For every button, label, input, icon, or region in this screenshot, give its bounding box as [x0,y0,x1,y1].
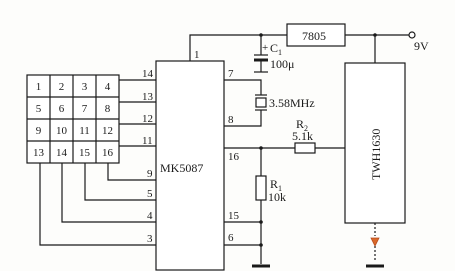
r1-name-letter: R [270,177,278,191]
key-2: 2 [59,81,65,93]
c1-name-letter: C [270,41,278,55]
twh-ground [366,223,384,268]
r1-ground-wiring [224,148,270,268]
r2-name: R2 [296,117,308,133]
c1-name-sub: 1 [278,48,282,57]
keypad-wiring [39,79,156,246]
key-4: 4 [105,81,111,93]
regulator-label: 7805 [302,29,326,43]
key-10: 10 [56,125,68,137]
pin-9: 9 [147,168,153,180]
resistor-r2 [294,142,316,154]
output-wiring [224,146,345,150]
pin-16: 16 [228,151,240,163]
r1-name-sub: 1 [278,184,282,193]
key-8: 8 [105,103,111,115]
mk5087-label: MK5087 [160,161,203,175]
pin-13: 13 [142,91,154,103]
key-14: 14 [56,147,68,159]
key-1: 1 [36,81,42,93]
key-3: 3 [82,81,88,93]
pin-12: 12 [142,113,153,125]
twh1630-label: TWH1630 [369,129,383,180]
pin-11: 11 [142,135,153,147]
pin-15: 15 [228,210,240,222]
capacitor-c1 [254,35,268,73]
crystal [224,79,267,127]
c1-value: 100μ [270,57,294,71]
pin-4: 4 [147,210,153,222]
c1-name: C1 [270,41,282,57]
keypad [26,74,120,164]
key-7: 7 [82,103,88,115]
pin-5: 5 [147,188,153,200]
key-16: 16 [102,147,114,159]
pin-8: 8 [228,114,234,126]
c1-plus: + [262,42,268,54]
key-13: 13 [33,147,45,159]
key-11: 11 [79,125,90,137]
key-15: 15 [79,147,91,159]
r1-name: R1 [270,177,282,193]
regulator-7805 [286,23,346,47]
key-5: 5 [36,103,42,115]
key-9: 9 [36,125,42,137]
r1-value: 10k [268,190,286,204]
key-12: 12 [102,125,113,137]
crystal-label: 3.58MHz [269,96,315,110]
twh1630-chip [344,62,406,224]
resistor-r1 [255,175,267,201]
power-wiring [189,31,416,63]
r2-name-sub: 2 [304,124,308,133]
pin-3: 3 [147,233,153,245]
pin-7: 7 [228,68,234,80]
pin-6: 6 [228,232,234,244]
supply-label: 9V [414,39,429,53]
key-6: 6 [59,103,65,115]
r2-name-letter: R [296,117,304,131]
pin-1: 1 [194,49,200,61]
r2-value: 5.1k [292,129,313,143]
pin-14: 14 [142,68,154,80]
mk5087-chip [155,60,225,271]
